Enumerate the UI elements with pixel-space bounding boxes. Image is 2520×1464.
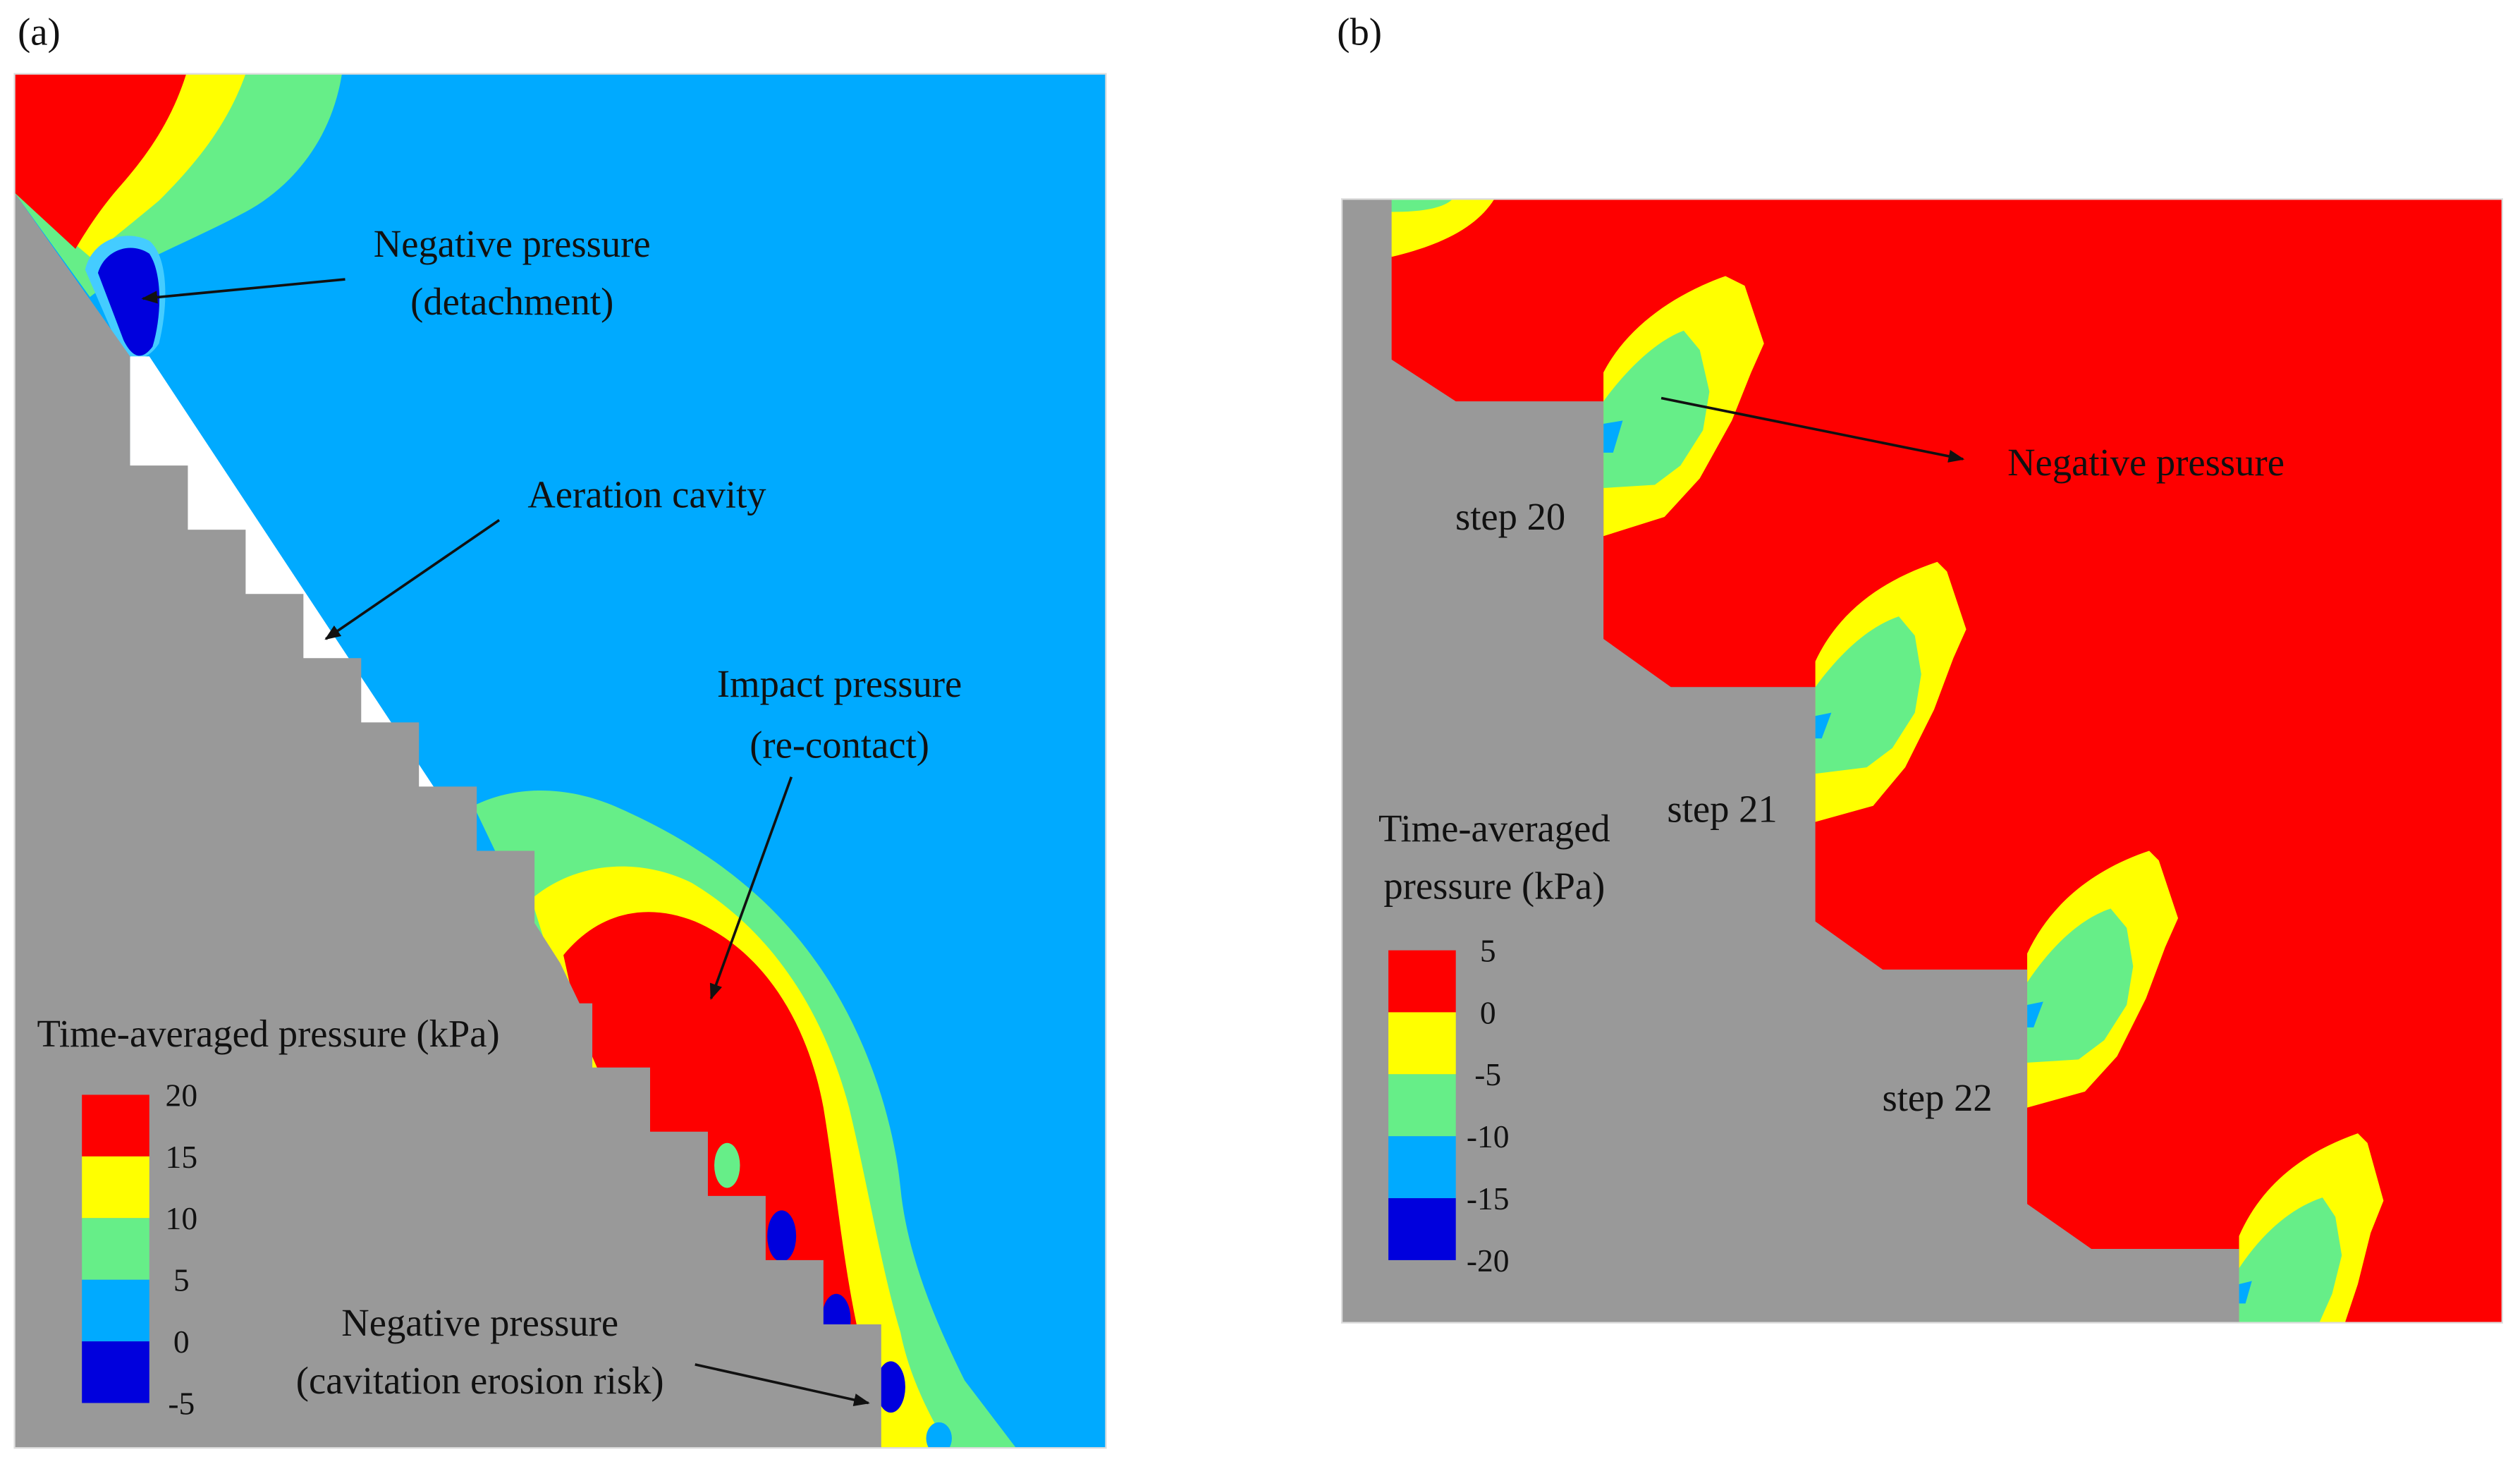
legend-b-swatch-3 [1388,1136,1456,1199]
legend-a-tick: -5 [168,1385,195,1421]
spillway-wall [14,193,881,1448]
annot-neg-detach-l2: (detachment) [410,280,613,323]
annot-neg-cav-l1: Negative pressure [341,1301,618,1344]
legend-a-tick: 10 [166,1200,198,1236]
legend-a-tick: 0 [173,1324,190,1360]
legend-a-swatch-2 [82,1218,149,1280]
legend-a-swatch-3 [82,1279,149,1342]
cavitation-pocket-2 [767,1210,797,1262]
annot-step21: step 21 [1667,787,1777,830]
pocket-20-green [1603,330,1710,488]
legend-b-swatch-1 [1388,1012,1456,1075]
cavitation-pocket-1 [714,1142,740,1188]
pocket-top-yellow [1388,199,1495,257]
legend-b-swatch-2 [1388,1074,1456,1137]
cavitation-pocket-4 [876,1361,905,1413]
panel-b-spillway-wall [1342,199,2239,1323]
annot-neg-cav-l2: (cavitation erosion risk) [296,1359,664,1402]
legend-a-swatch-4 [82,1341,149,1403]
legend-b-tick: -10 [1467,1118,1510,1154]
pocket-22-blue [2027,1001,2043,1027]
pocket-22-green [2027,908,2134,1063]
pocket-21-blue [1815,712,1832,739]
panel-b-legend: Time-averaged pressure (kPa) 5 0 -5 -10 -15 -… [1378,807,1610,1279]
legend-b-title-l1: Time-averaged [1378,807,1610,850]
annot-b-negative: Negative pressure [2007,441,2284,484]
legend-b-tick: 0 [1480,994,1496,1030]
annot-step20: step 20 [1455,495,1565,538]
legend-b-tick: 5 [1480,933,1496,969]
legend-b-swatch-4 [1388,1198,1456,1260]
annot-neg-detach-l1: Negative pressure [374,222,651,265]
pocket-21-green [1815,616,1921,774]
jet-band-red [14,73,187,249]
arrow-cavitation [695,1363,870,1406]
legend-a-ticks: 20 15 10 5 0 -5 [166,1077,198,1421]
pocket-23-green [2239,1197,2342,1323]
pocket-top-green [1388,199,1453,212]
cavitation-pocket-5 [926,1422,952,1448]
pocket-23-blue [2239,1281,2252,1304]
panel-b-frame [1340,198,2504,1324]
legend-a-swatch-0 [82,1094,149,1157]
legend-a-swatches [82,1094,149,1403]
legend-b-tick: -20 [1467,1243,1510,1279]
legend-b-ticks: 5 0 -5 -10 -15 -20 [1467,933,1510,1279]
legend-a-tick: 20 [166,1077,198,1113]
annot-aeration: Aeration cavity [527,472,766,516]
annot-step22: step 22 [1882,1076,1992,1119]
arrow-b-negative [1660,396,1965,463]
legend-b-tick: -15 [1467,1181,1510,1216]
annot-impact-l2: (re-contact) [750,723,929,766]
detachment-dark-blue [97,248,160,356]
legend-a-swatch-1 [82,1156,149,1219]
legend-b-swatches [1388,950,1456,1260]
arrow-impact [709,776,793,1001]
arrow-detach [141,278,345,304]
panel-a-legend: Time-averaged pressure (kPa) 20 15 10 5 0 -5 [37,1012,499,1421]
legend-b-title-l2: pressure (kPa) [1383,865,1605,908]
legend-b-tick: -5 [1474,1056,1501,1092]
arrow-aeration [324,519,501,640]
panel-b-tag: (b) [1337,11,1382,54]
panel-a-frame [13,73,1107,1449]
pocket-20-blue [1603,420,1623,453]
panel-b-plot [1342,199,2502,1323]
panel-a-plot [14,73,1106,1448]
legend-b-swatch-0 [1388,950,1456,1013]
legend-a-tick: 15 [166,1139,198,1175]
legend-a-tick: 5 [173,1262,190,1298]
panel-a-tag: (a) [18,11,61,54]
annot-impact-l1: Impact pressure [717,662,962,705]
legend-a-title: Time-averaged pressure (kPa) [37,1012,499,1055]
